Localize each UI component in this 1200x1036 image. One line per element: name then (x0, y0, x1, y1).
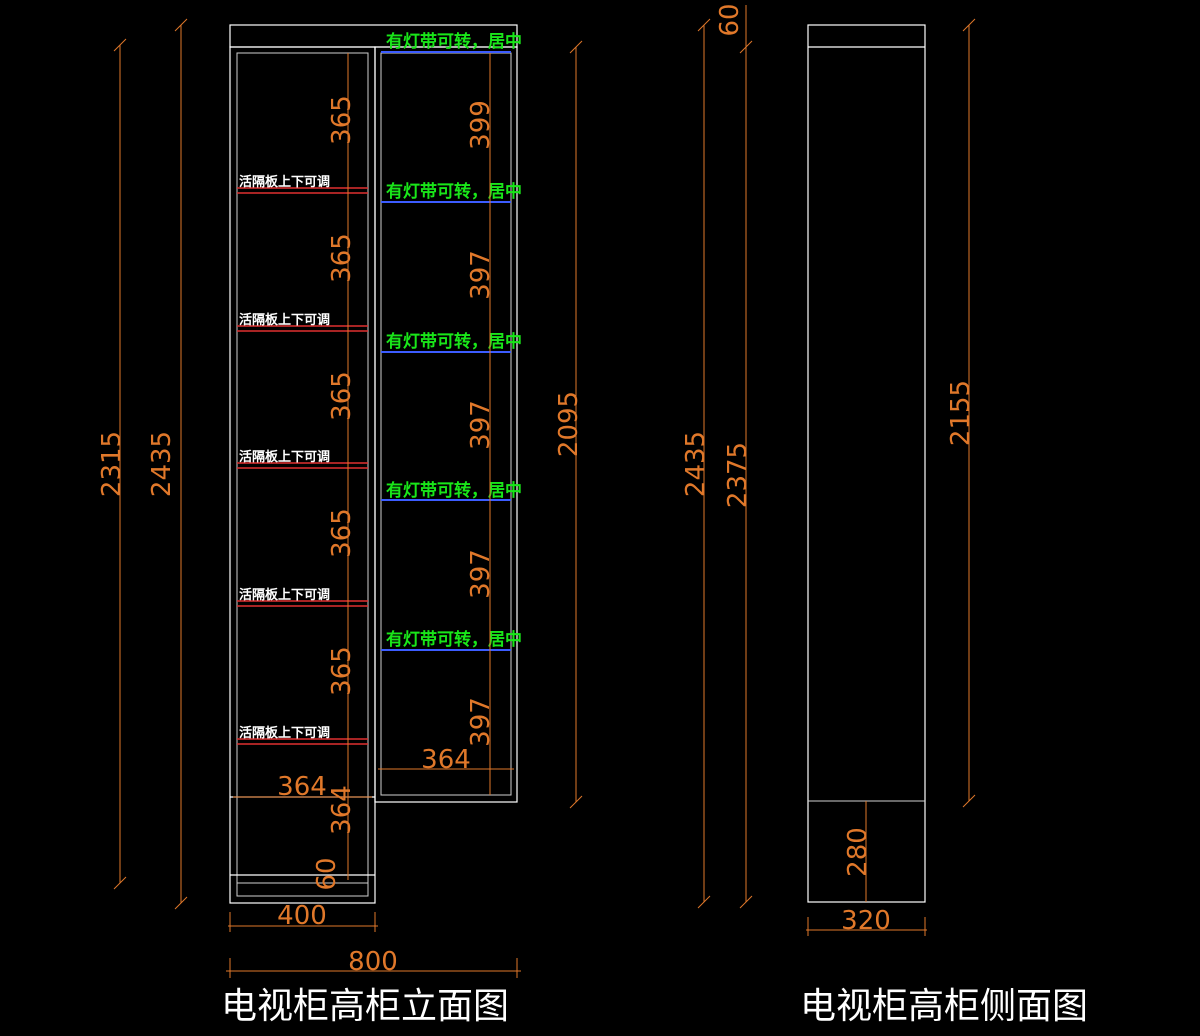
dim-tick-inner-height-bottom (113, 876, 127, 890)
dim-front-total-height: 2435 (147, 431, 177, 497)
dim-left-inner-width: 364 (277, 772, 327, 802)
dim-side-upper-height: 2155 (946, 380, 976, 446)
side-cabinet-outline (807, 24, 926, 903)
note-light-4: 有灯带可转，居中 (386, 480, 522, 501)
dim-side-top-height: 60 (715, 3, 745, 36)
dim-tick-right-section-bottom (569, 795, 583, 809)
dim-side-depth: 320 (841, 906, 891, 936)
dim-tick-inner-height-top (113, 38, 127, 52)
dim-left-compartment-3: 365 (327, 371, 357, 421)
dim-left-bottom-height: 364 (327, 785, 357, 835)
front-elevation-title: 电视柜高柜立面图 (221, 986, 509, 1027)
dim-left-compartment-4: 365 (327, 508, 357, 558)
dim-left-compartment-5: 365 (327, 646, 357, 696)
side-elevation: 280 320 2435 2375 60 2155 电视柜高柜侧面图 (681, 3, 1088, 1027)
dim-tick-right-section-top (569, 40, 583, 54)
dim-left-compartment-1: 365 (327, 95, 357, 145)
front-elevation: 活隔板上下可调 活隔板上下可调 活隔板上下可调 活隔板上下可调 活隔板上下可调 … (97, 18, 584, 1027)
note-shelf-5: 活隔板上下可调 (239, 725, 330, 741)
dim-right-inner-width: 364 (421, 745, 471, 775)
dim-tick-side-total-bottom (697, 895, 711, 909)
dim-total-width: 800 (348, 947, 398, 977)
dim-right-compartment-4: 397 (466, 549, 496, 599)
dim-left-width: 400 (277, 901, 327, 931)
dim-tick-side-total-top (697, 18, 711, 32)
dim-tick-total-height-top (174, 18, 188, 32)
dim-right-compartment-2: 397 (466, 250, 496, 300)
dim-left-compartment-2: 365 (327, 233, 357, 283)
dim-side-base-height: 280 (843, 827, 873, 877)
dim-plinth-height: 60 (312, 857, 342, 890)
right-section-outline (374, 46, 518, 803)
dim-tick-side-height-2-bottom (739, 895, 753, 909)
note-light-1: 有灯带可转，居中 (386, 31, 522, 52)
note-light-5: 有灯带可转，居中 (386, 629, 522, 650)
note-light-3: 有灯带可转，居中 (386, 331, 522, 352)
dim-right-compartment-5: 397 (466, 697, 496, 747)
dim-tick-total-height-bottom (174, 896, 188, 910)
dim-right-section-height: 2095 (554, 391, 584, 457)
dim-right-compartment-1: 399 (466, 100, 496, 150)
note-shelf-3: 活隔板上下可调 (239, 449, 330, 465)
dim-tick-side-upper-top (962, 18, 976, 32)
dim-front-inner-height: 2315 (97, 431, 127, 497)
dim-side-height-2: 2375 (723, 442, 753, 508)
left-cabinet-inner (236, 52, 369, 897)
note-light-2: 有灯带可转，居中 (386, 181, 522, 202)
note-shelf-4: 活隔板上下可调 (239, 587, 330, 603)
dim-side-total-height: 2435 (681, 431, 711, 497)
light-shelves (381, 51, 511, 651)
note-shelf-1: 活隔板上下可调 (239, 174, 330, 190)
side-elevation-title: 电视柜高柜侧面图 (800, 986, 1088, 1027)
dim-tick-side-upper-bottom (962, 794, 976, 808)
adjustable-shelves (237, 187, 368, 745)
note-shelf-2: 活隔板上下可调 (239, 312, 330, 328)
dim-right-compartment-3: 397 (466, 400, 496, 450)
